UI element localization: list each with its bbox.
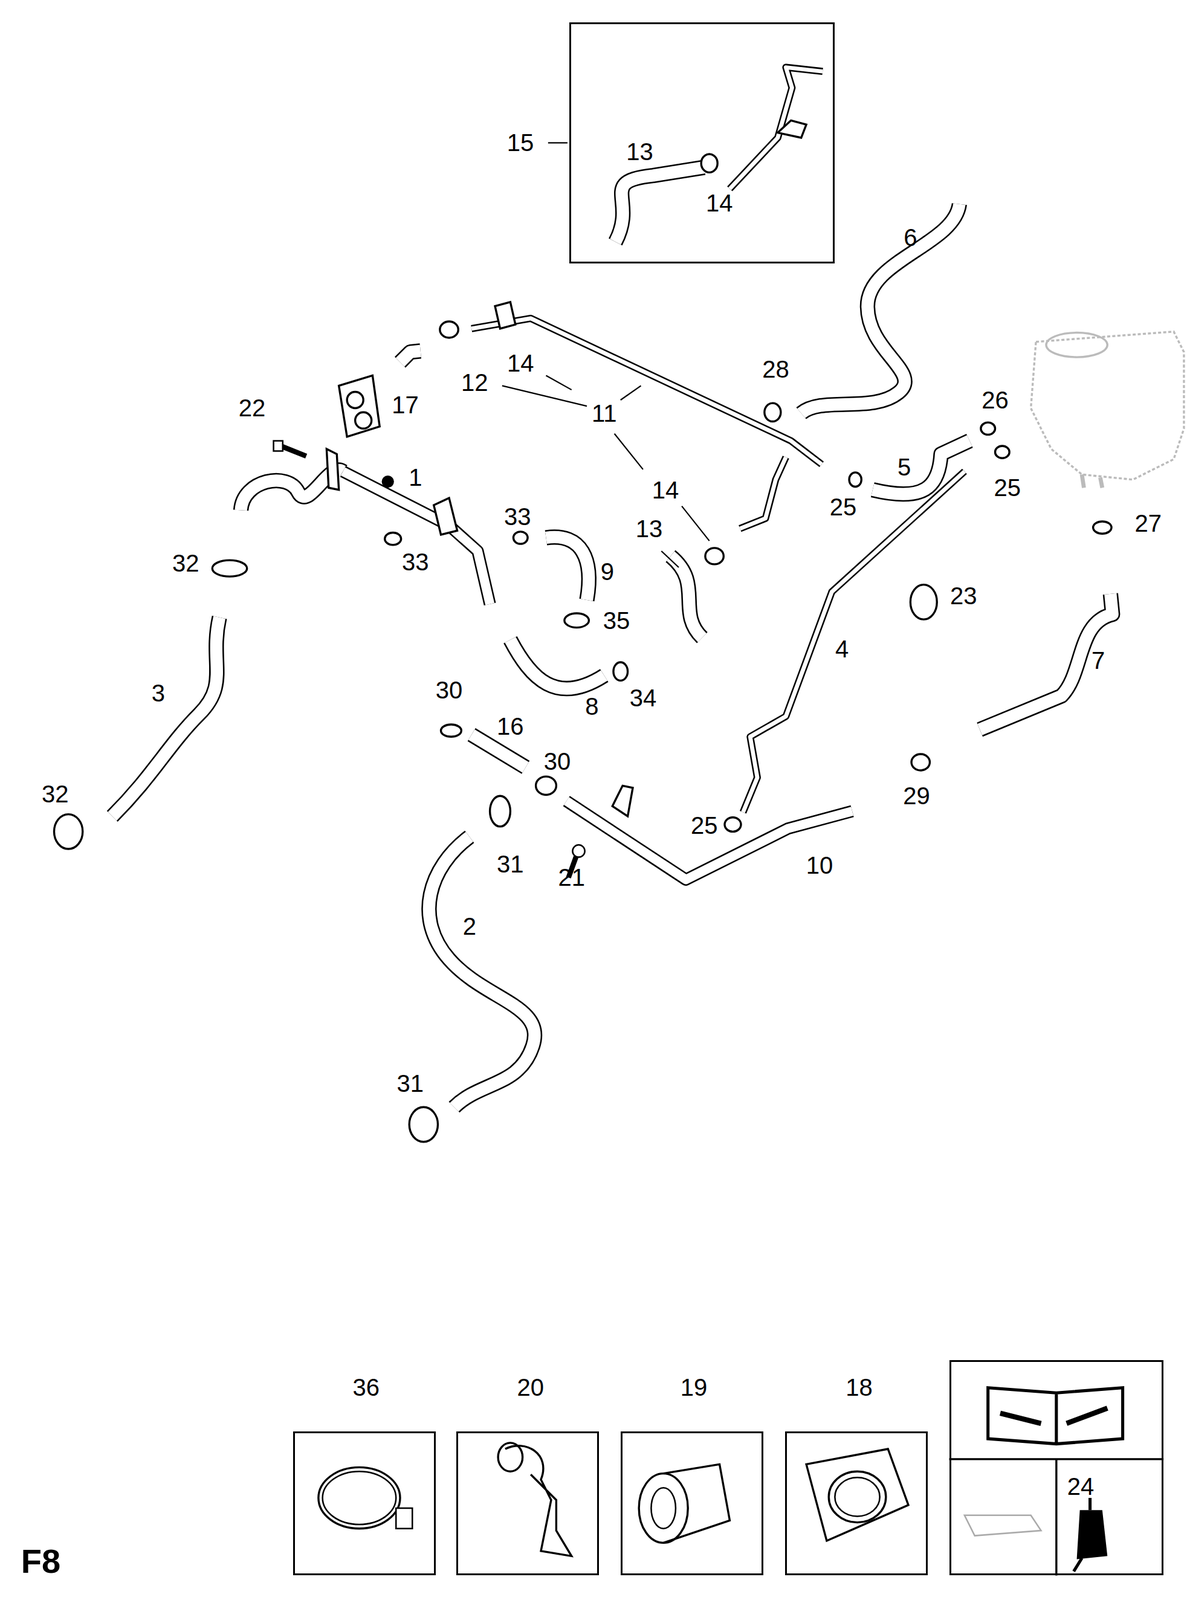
part-box: 24 xyxy=(949,1360,1165,1576)
expansion-tank xyxy=(1031,331,1184,488)
callout-number: 2 xyxy=(462,914,477,939)
pipes xyxy=(326,67,964,880)
callout-number: 21 xyxy=(557,865,586,890)
callout-number: 25 xyxy=(690,813,719,838)
callout-number: 35 xyxy=(603,608,631,633)
callout-number: 29 xyxy=(902,783,931,809)
callout-number: 26 xyxy=(981,388,1009,413)
callout-number: 31 xyxy=(496,852,524,877)
part-box: 19 xyxy=(620,1431,764,1576)
callout-number: 12 xyxy=(461,370,489,395)
page-code: F8 xyxy=(21,1544,61,1579)
callout-number: 34 xyxy=(629,685,657,711)
callout-number: 24 xyxy=(1067,1474,1095,1499)
part-box: 20 xyxy=(456,1431,599,1576)
callout-number: 7 xyxy=(1091,648,1105,673)
hoses xyxy=(112,167,1113,1108)
callout-number: 28 xyxy=(762,357,790,382)
callout-number: 25 xyxy=(829,494,858,520)
callout-number: 33 xyxy=(504,504,532,529)
callout-number: 30 xyxy=(543,749,572,774)
callout-number: 30 xyxy=(435,678,463,703)
callout-number: 13 xyxy=(635,516,664,541)
callout-number: 9 xyxy=(600,559,615,584)
gasket-and-bolts xyxy=(273,375,586,878)
callout-number: 5 xyxy=(897,455,911,480)
callout-number: 33 xyxy=(401,549,430,575)
part-box: 36 xyxy=(293,1431,436,1576)
callout-number: 18 xyxy=(845,1375,873,1400)
callout-number: 20 xyxy=(517,1375,545,1400)
callout-number: 17 xyxy=(391,392,419,418)
callout-number: 14 xyxy=(652,478,680,503)
hose-clamps xyxy=(54,154,1113,1143)
callout-number: 1 xyxy=(408,465,422,490)
callout-number: 10 xyxy=(806,853,834,878)
callout-number: 8 xyxy=(585,694,599,719)
callout-number: 25 xyxy=(994,475,1022,500)
leader-lines xyxy=(502,142,710,568)
callout-number: 15 xyxy=(507,130,535,155)
callout-number: 23 xyxy=(950,583,978,609)
inset-box: 151314 xyxy=(569,22,835,264)
callout-number: 22 xyxy=(238,395,266,421)
callout-number: 32 xyxy=(172,551,200,576)
callout-number: 19 xyxy=(680,1375,708,1400)
callout-number: 11 xyxy=(591,401,618,426)
callout-number: 13 xyxy=(626,139,654,164)
part-box: 18 xyxy=(785,1431,928,1576)
box-icons xyxy=(318,1388,1164,1577)
callout-number: 32 xyxy=(41,782,69,807)
callout-number: 3 xyxy=(151,681,165,706)
callout-number: 14 xyxy=(507,351,535,376)
callout-number: 31 xyxy=(397,1071,425,1096)
callout-number: 4 xyxy=(835,637,849,662)
callout-number: 36 xyxy=(352,1375,381,1400)
callout-number: 16 xyxy=(496,714,524,739)
callout-number: 14 xyxy=(705,190,734,216)
callout-number: 27 xyxy=(1135,511,1163,536)
callout-number: 6 xyxy=(903,225,917,250)
